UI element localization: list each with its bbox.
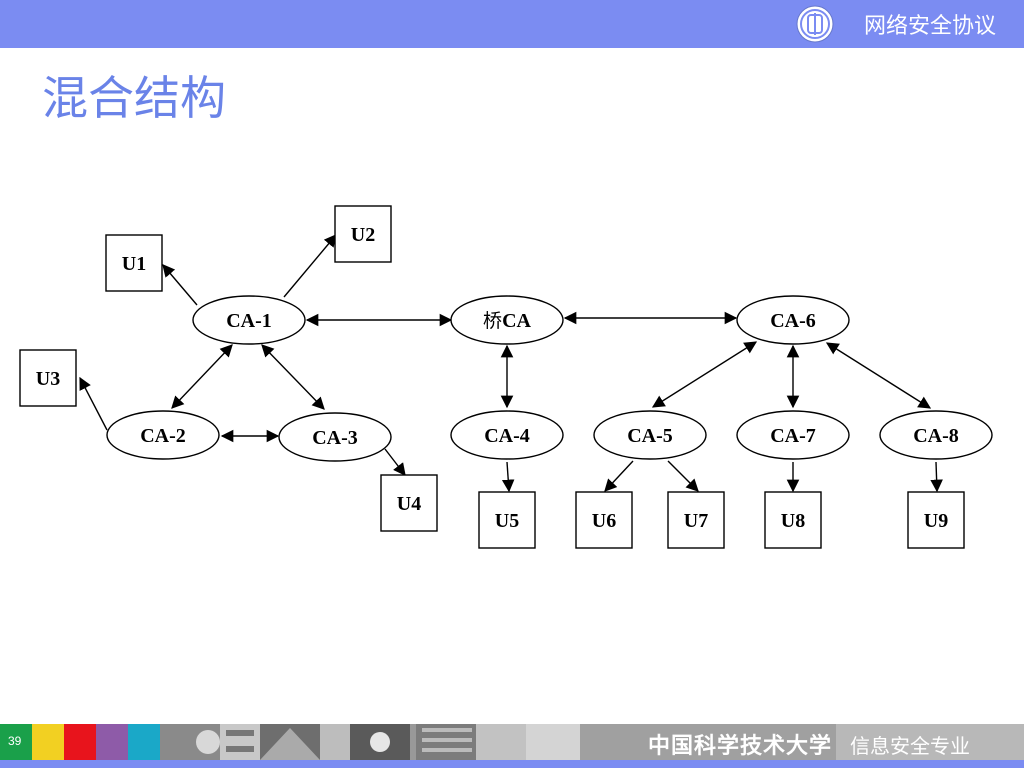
user-box-u5: U5 (478, 491, 536, 549)
major-background: 信息安全专业 (836, 724, 1024, 760)
node-label-cjk: 桥 (483, 310, 502, 332)
ca-node-ca2: CA-2 (106, 410, 220, 460)
ca-node-ca7: CA-7 (736, 410, 850, 460)
edge-ca6-ca8 (825, 342, 932, 409)
node-label: U6 (592, 510, 616, 532)
user-box-shape (380, 474, 438, 532)
node-label: U4 (397, 493, 421, 515)
user-box-u9: U9 (907, 491, 965, 549)
color-block-4 (128, 724, 160, 760)
ca-node-ca8: CA-8 (879, 410, 993, 460)
node-label: 桥CA (483, 310, 531, 332)
user-box-u1: U1 (105, 234, 163, 292)
edge-ca1-ca3 (261, 344, 325, 410)
user-box-shape (575, 491, 633, 549)
node-label: CA-8 (913, 425, 959, 447)
edge-ca1-u2 (283, 234, 337, 298)
ca-node-ca4: CA-4 (450, 410, 564, 460)
ca-ellipse-shape (450, 410, 564, 460)
node-label: CA-4 (484, 425, 530, 447)
edge-ca6-ca5 (651, 341, 758, 408)
node-label: U7 (684, 510, 708, 532)
ca-node-ca1: CA-1 (192, 295, 306, 345)
photo-strip-decoration (160, 724, 580, 760)
nodes-layer: CA-1 桥CA CA-6CA-2 CA-3 CA-4 CA-5 CA-7 CA-8 U1 U2U… (19, 205, 993, 549)
node-label-latin: CA (502, 310, 531, 332)
ca-node-ca3: CA-3 (278, 412, 392, 462)
node-label: CA-5 (627, 425, 673, 447)
user-box-u4: U4 (380, 474, 438, 532)
user-box-shape (907, 491, 965, 549)
university-logo-icon (796, 5, 834, 43)
node-label: CA-1 (226, 310, 272, 332)
node-label: U8 (781, 510, 805, 532)
user-box-shape (667, 491, 725, 549)
node-label: CA-3 (312, 427, 358, 449)
node-label: U9 (924, 510, 948, 532)
user-box-u7: U7 (667, 491, 725, 549)
node-label: CA-2 (140, 425, 186, 447)
node-label: U2 (351, 224, 375, 246)
edge-ca5-u7 (667, 460, 699, 492)
edge-ca4-u5 (501, 461, 515, 493)
user-box-shape (105, 234, 163, 292)
ca-ellipse-shape (736, 295, 850, 345)
user-box-shape (478, 491, 536, 549)
footer-strip (0, 760, 1024, 768)
ca-ellipse-shape (879, 410, 993, 460)
user-box-u3: U3 (19, 349, 77, 407)
node-label: U3 (36, 368, 60, 390)
edge-ca8-u9 (930, 461, 943, 493)
edge-ca1-u1 (162, 264, 198, 306)
color-block-3 (96, 724, 128, 760)
color-block-2 (64, 724, 96, 760)
major-label: 信息安全专业 (850, 734, 970, 758)
user-box-shape (764, 491, 822, 549)
edge-ca2-u3 (79, 376, 108, 431)
user-box-shape (334, 205, 392, 263)
user-box-u6: U6 (575, 491, 633, 549)
ca-ellipse-shape (450, 295, 564, 345)
ca-node-ca5: CA-5 (593, 410, 707, 460)
university-name: 中国科学技术大学 (648, 733, 833, 759)
color-block-0 (0, 724, 32, 760)
ca-node-bridge: 桥CA (450, 295, 564, 345)
node-label: CA-7 (770, 425, 816, 447)
ca-ellipse-shape (593, 410, 707, 460)
node-label: U1 (122, 253, 146, 275)
course-title: 网络安全协议 (863, 14, 996, 39)
node-label: CA-6 (770, 310, 816, 332)
color-block-1 (32, 724, 64, 760)
header-bar: 网络安全协议 (0, 0, 1024, 48)
ca-ellipse-shape (106, 410, 220, 460)
slide-title: 混合结构 (42, 71, 226, 125)
user-box-u2: U2 (334, 205, 392, 263)
ca-node-ca6: CA-6 (736, 295, 850, 345)
ca-ellipse-shape (736, 410, 850, 460)
edges-layer (79, 234, 943, 493)
page-number: 39 (8, 734, 22, 748)
user-box-u8: U8 (764, 491, 822, 549)
ca-ellipse-shape (192, 295, 306, 345)
ca-ellipse-shape (278, 412, 392, 462)
edge-ca1-ca2 (171, 344, 233, 409)
user-box-shape (19, 349, 77, 407)
footer-bar: 39 中国科学技术大学 信息安全专业 (0, 724, 1024, 760)
edge-ca5-u6 (604, 460, 634, 492)
node-label: U5 (495, 510, 519, 532)
edge-ca3-u4 (384, 448, 406, 476)
